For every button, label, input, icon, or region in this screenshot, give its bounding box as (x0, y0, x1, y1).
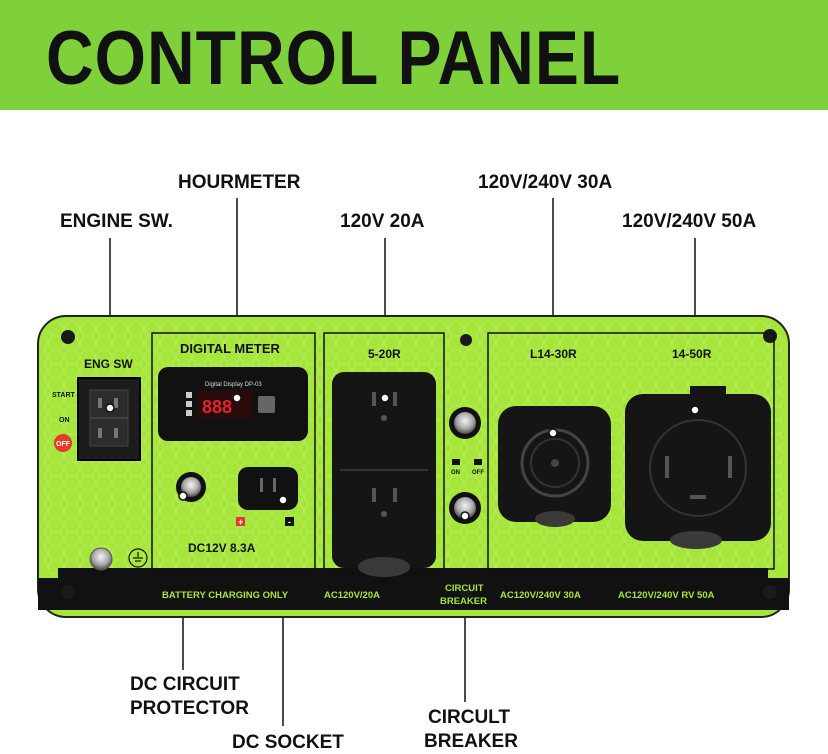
meter-model-label: Digital Display DP-03 (205, 382, 262, 388)
callout-dc-circuit-protector-line2: PROTECTOR (130, 698, 249, 719)
bottom-label-ac20: AC120V/20A (324, 590, 380, 601)
outlet-30-50a-frame (487, 332, 775, 570)
ground-icon (133, 552, 143, 562)
outlet-5-20r-label: 5-20R (368, 347, 401, 361)
switch-off-label: OFF (56, 441, 71, 448)
ground-terminal[interactable] (89, 547, 113, 571)
dc-rating-label: DC12V 8.3A (188, 541, 256, 555)
callout-dc-circuit-protector-line1: DC CIRCUIT (130, 674, 240, 695)
callout-circuit-breaker-line1: CIRCULT (428, 707, 510, 728)
callout-hourmeter: HOURMETER (178, 172, 301, 193)
bottom-label-ac50: AC120V/240V RV 50A (618, 590, 715, 601)
callout-120-240v-50a: 120V/240V 50A (622, 211, 757, 232)
panel-bottom-band (38, 578, 789, 610)
outlet-14-50r-label: 14-50R (672, 347, 712, 361)
switch-marks-icon (98, 398, 118, 438)
bottom-label-battery: BATTERY CHARGING ONLY (162, 590, 289, 601)
bottom-label-circuit-line1: CIRCUIT (445, 583, 484, 594)
callout-engine-sw: ENGINE SW. (60, 211, 173, 232)
outlet-14-50r[interactable] (625, 394, 771, 541)
header-banner: CONTROL PANEL (0, 0, 828, 110)
dc-section-frame (151, 332, 316, 570)
dc-socket[interactable] (238, 467, 298, 510)
callout-dc-socket: DC SOCKET (232, 732, 344, 753)
dc-minus-label: - (288, 517, 291, 527)
breaker-off-label: OFF (472, 470, 484, 476)
callout-120-240v-30a: 120V/240V 30A (478, 172, 613, 193)
meter-mode-icons (186, 392, 192, 416)
switch-start-label: START (52, 392, 76, 399)
dc-plus-label: + (238, 517, 243, 527)
bottom-label-ac30: AC120V/240V 30A (500, 590, 581, 601)
digital-meter-title: DIGITAL METER (180, 341, 281, 356)
callout-circuit-breaker-line2: BREAKER (424, 731, 518, 752)
switch-on-label: ON (59, 417, 70, 424)
callout-120v-20a: 120V 20A (340, 211, 425, 232)
leader-dots (105, 393, 700, 521)
engine-switch-label: ENG SW (84, 357, 133, 371)
page-title: CONTROL PANEL (46, 15, 622, 101)
bottom-label-circuit-line2: BREAKER (440, 596, 487, 607)
breaker-on-label: ON (451, 470, 460, 476)
meter-reading: 888 (202, 397, 232, 417)
outlet-l14-30r-label: L14-30R (530, 347, 577, 361)
